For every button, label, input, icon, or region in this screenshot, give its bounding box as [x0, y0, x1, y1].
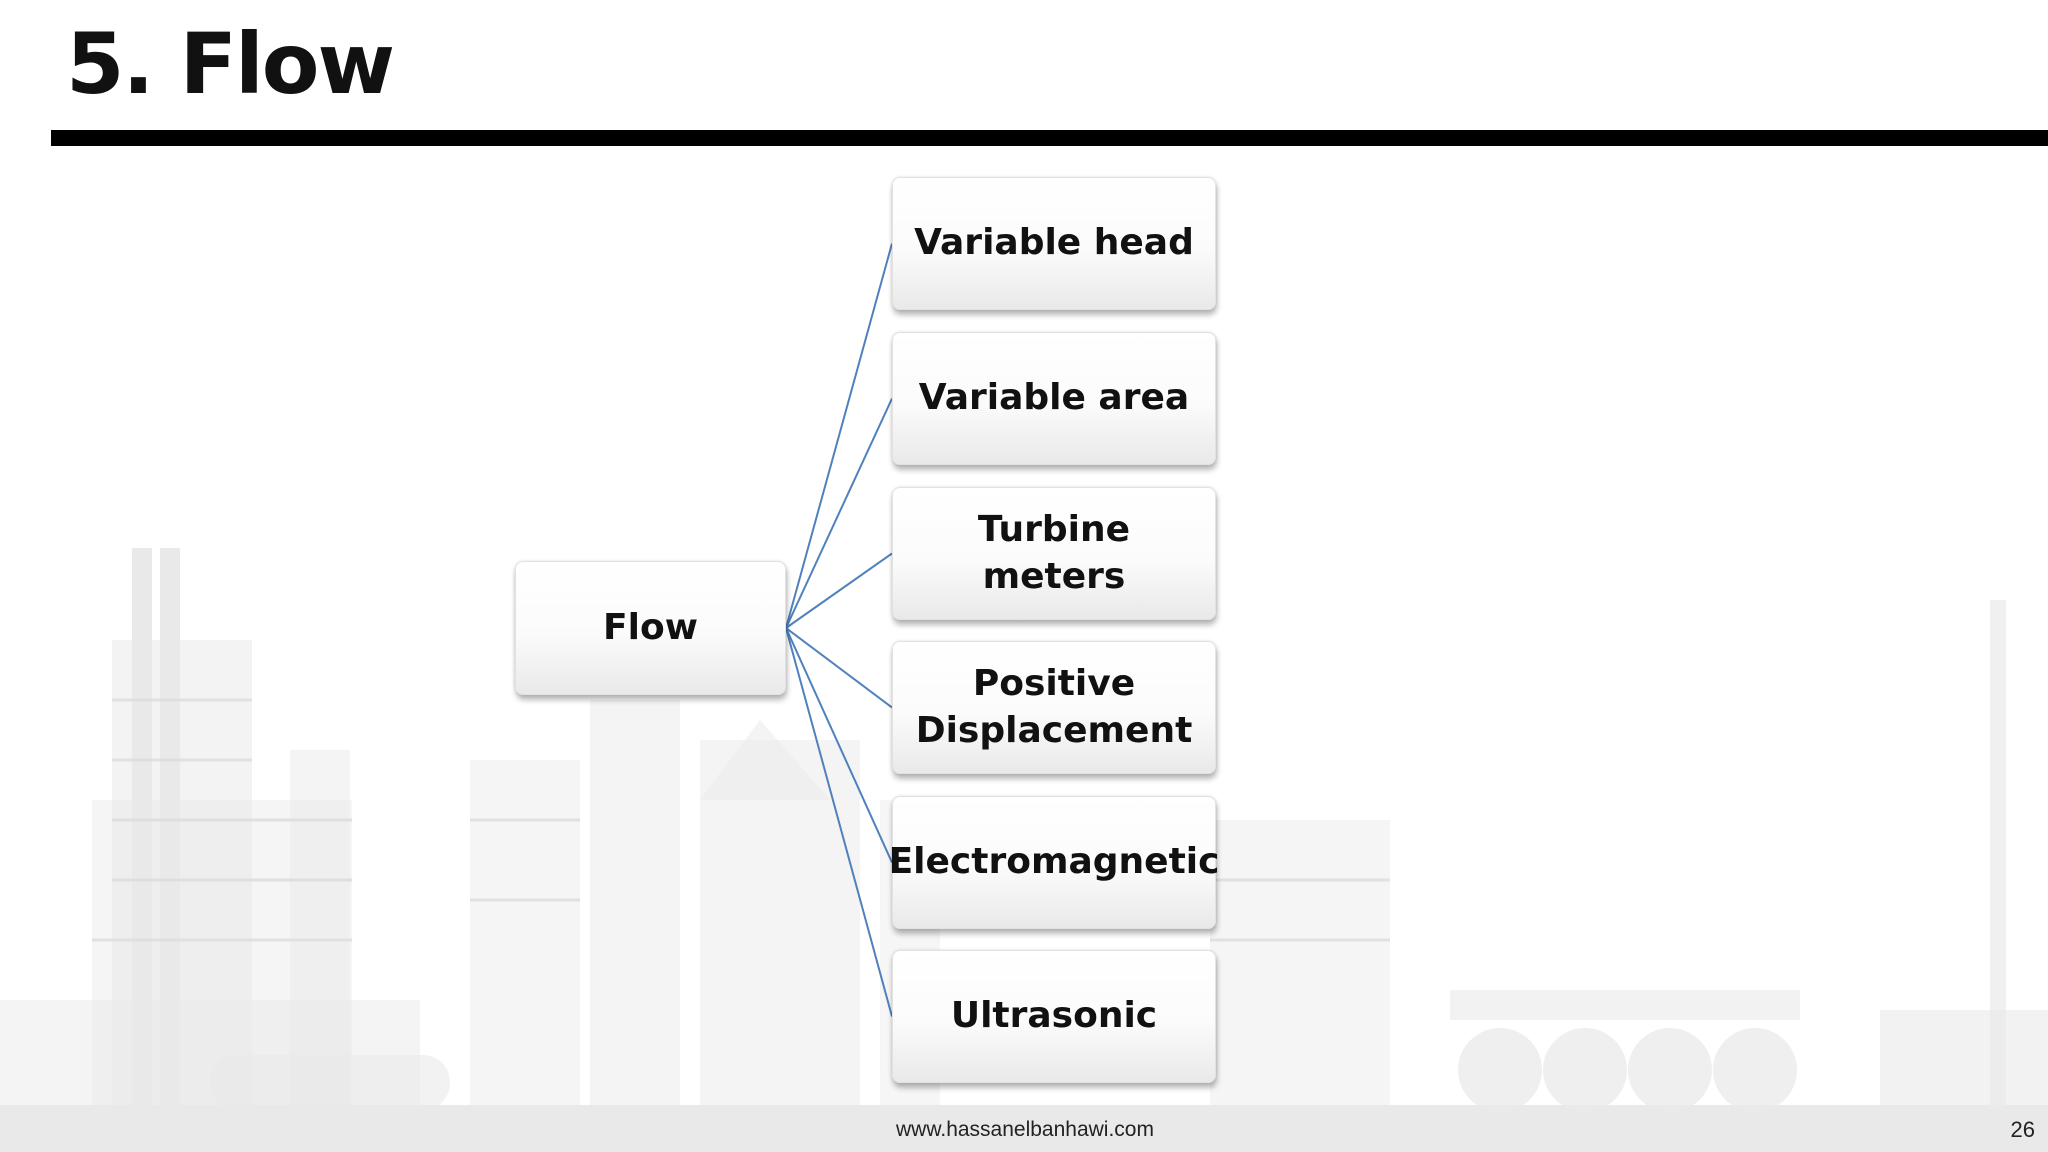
diagram-node-turbine-meters: Turbine meters — [892, 487, 1216, 620]
diagram-node-variable-head: Variable head — [892, 177, 1216, 310]
diagram-node-positive-displacement: Positive Displacement — [892, 641, 1216, 774]
connector-variable-area — [785, 398, 893, 629]
connector-ultrasonic — [785, 627, 893, 1017]
title-divider — [51, 130, 2048, 146]
connector-positive-displacement — [785, 627, 893, 709]
page-number: 26 — [2010, 1117, 2035, 1142]
slide-title: 5. Flow — [66, 15, 395, 113]
diagram-node-variable-area: Variable area — [892, 332, 1216, 465]
connector-variable-head — [785, 243, 893, 629]
diagram-root-node: Flow — [515, 561, 786, 695]
connector-turbine-meters — [785, 552, 893, 629]
footer-website: www.hassanelbanhawi.com — [896, 1118, 1154, 1141]
connector-electromagnetic — [785, 627, 893, 863]
diagram-node-electromagnetic: Electromagnetic — [889, 796, 1219, 929]
diagram-node-ultrasonic: Ultrasonic — [892, 950, 1216, 1083]
